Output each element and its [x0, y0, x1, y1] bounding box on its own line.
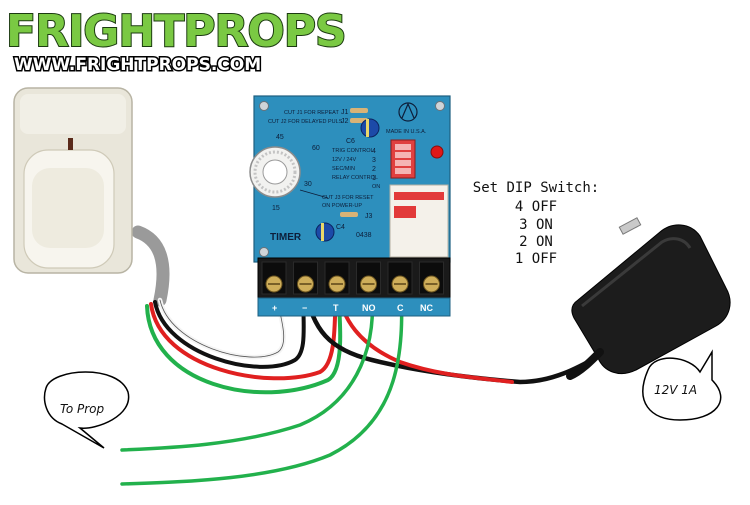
terminal-label-no: NO	[362, 303, 376, 313]
j3-label: J3	[365, 213, 373, 220]
dip-num-1: 1	[372, 175, 376, 182]
j1-label: J1	[341, 109, 349, 116]
prop-callout: To Prop	[43, 371, 130, 449]
terminal-label-minus: −	[302, 303, 307, 313]
j2-note: CUT J2 FOR DELAYED PULS	[268, 119, 343, 125]
timer-board: CUT J1 FOR REPEAT CUT J2 FOR DELAYED PUL…	[249, 95, 451, 317]
relay-control-label: RELAY CONTROL	[332, 175, 378, 181]
serial-label: 0438	[356, 232, 372, 239]
terminal-label-plus: +	[272, 303, 277, 313]
dip-switch[interactable]	[390, 139, 416, 179]
dip-line-3: 3 ON	[519, 217, 553, 233]
power-callout-text: 12V 1A	[654, 383, 697, 397]
dip-line-2: 2 ON	[519, 234, 553, 250]
logo-url: WWW.FRIGHTPROPS.COM	[14, 55, 261, 75]
dip-num-4: 4	[372, 148, 376, 155]
terminal-screw-plus	[261, 261, 287, 295]
wire-red	[149, 285, 338, 381]
sec-min-label: SEC/MIN	[332, 166, 355, 172]
power-callout: 12V 1A	[642, 349, 722, 421]
terminal-label-c: C	[397, 303, 404, 313]
status-led	[430, 145, 444, 159]
j1-note: CUT J1 FOR REPEAT	[284, 110, 339, 116]
dial-60: 60	[312, 145, 320, 152]
dip-num-3: 3	[372, 157, 376, 164]
dial-30: 30	[304, 181, 312, 188]
terminal-screw-t	[324, 261, 350, 295]
trig-control-label: TRIG CONTROL	[332, 148, 374, 154]
wire-black	[153, 285, 307, 369]
c6-label: C6	[346, 138, 355, 145]
volt-label: 12V / 24V	[332, 157, 356, 163]
sensor-cable	[131, 225, 170, 307]
j3-note-1: CUT J3 FOR RESET	[322, 195, 374, 201]
j3-note-2: ON POWER-UP	[322, 203, 362, 209]
wire-green-sensor	[145, 288, 343, 395]
terminal-screw-c	[387, 261, 413, 295]
terminal-block: + − T NO C NC	[257, 257, 451, 317]
power-adapter	[566, 217, 731, 380]
made-in-label: MADE IN U.S.A.	[386, 129, 427, 135]
relay	[389, 184, 449, 258]
frightprops-logo: FRIGHTPROPS WWW.FRIGHTPROPS.COM	[5, 5, 348, 77]
c4-label: C4	[336, 224, 345, 231]
dip-line-4: 4 OFF	[515, 199, 557, 215]
on-label: ON	[372, 184, 380, 190]
dip-instructions: Set DIP Switch: 4 OFF 3 ON 2 ON 1 OFF	[473, 180, 599, 267]
terminal-screw-minus	[293, 261, 318, 295]
wire-green-prop-1	[120, 285, 375, 452]
dip-heading: Set DIP Switch:	[473, 180, 599, 196]
terminal-screw-no	[356, 261, 381, 295]
terminal-label-t: T	[333, 303, 339, 313]
timer-knob[interactable]	[249, 146, 301, 198]
dip-num-2: 2	[372, 166, 376, 173]
wire-green-prop-2	[120, 285, 404, 486]
wires	[120, 284, 613, 486]
timer-label: TIMER	[270, 232, 302, 243]
dial-45: 45	[276, 134, 284, 141]
terminal-label-nc: NC	[420, 303, 433, 313]
logo-title: FRIGHTPROPS	[6, 6, 346, 57]
prop-callout-text: To Prop	[60, 402, 105, 416]
terminal-screw-nc	[419, 261, 444, 295]
motion-sensor	[13, 87, 133, 274]
dip-line-1: 1 OFF	[515, 251, 557, 267]
j2-label: J2	[341, 118, 349, 125]
dial-15: 15	[272, 205, 280, 212]
